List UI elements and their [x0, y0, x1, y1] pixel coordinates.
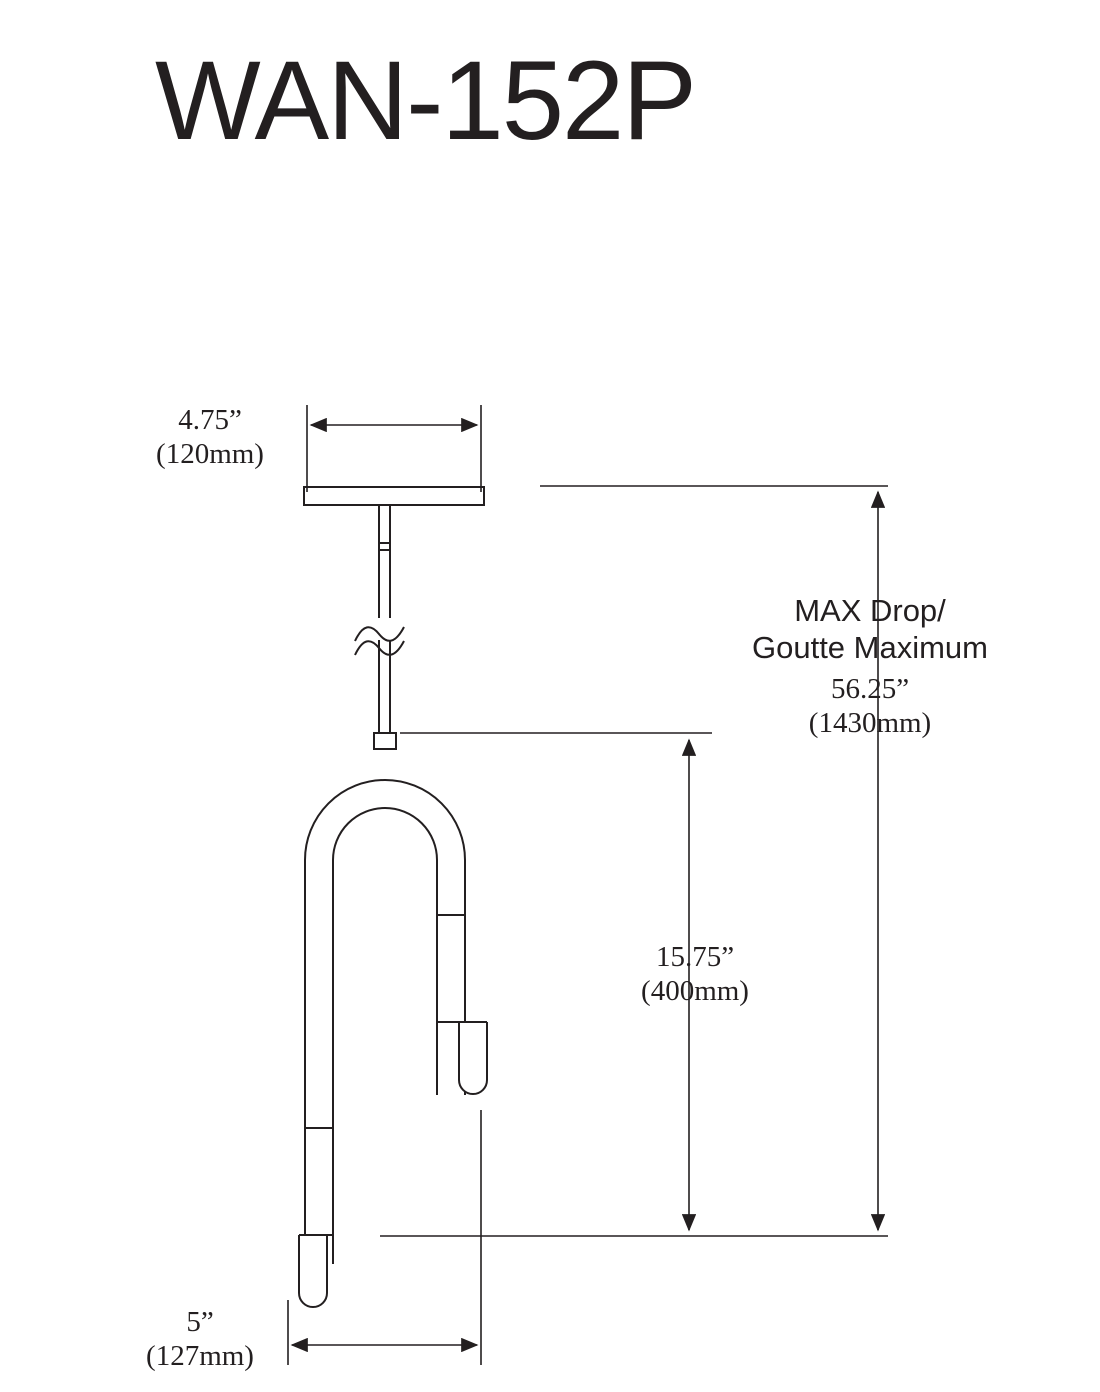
extension-lines — [380, 485, 888, 1237]
canopy-plate — [303, 486, 485, 506]
label-max-drop-title: MAX Drop/ Goutte Maximum — [700, 592, 1040, 666]
label-fixture-height: 15.75” (400mm) — [570, 940, 820, 1008]
right-arm-joint — [437, 914, 465, 1023]
label-fixture-width-mm: (127mm) — [146, 1340, 254, 1373]
label-canopy-width-mm: (120mm) — [156, 438, 264, 471]
label-max-drop-line1: MAX Drop/ — [794, 593, 946, 628]
label-max-drop-dimensions: 56.25” (1430mm) — [700, 672, 1040, 740]
label-max-drop-mm: (1430mm) — [808, 707, 932, 740]
label-fixture-width-inches: 5” — [186, 1306, 214, 1338]
downrod — [378, 505, 391, 738]
label-fixture-height-inches: 15.75” — [655, 941, 735, 973]
label-max-drop-inches: 56.25” — [830, 673, 910, 705]
label-canopy-width: 4.75” (120mm) — [110, 403, 310, 471]
label-fixture-height-mm: (400mm) — [641, 975, 749, 1008]
right-arm-tip — [458, 1021, 488, 1095]
left-arm-joint — [305, 1127, 333, 1236]
label-fixture-width: 5” (127mm) — [100, 1305, 300, 1373]
left-arm-tip — [298, 1234, 328, 1308]
break-symbol — [354, 626, 405, 656]
rod-to-body-connector — [373, 732, 397, 750]
u-shaped-body — [304, 778, 466, 1264]
dimension-canopy-width — [306, 405, 482, 492]
label-canopy-width-inches: 4.75” — [178, 404, 242, 436]
dimension-fixture-width — [287, 1110, 482, 1365]
label-max-drop-line2: Goutte Maximum — [751, 630, 988, 666]
page-title: WAN-152P — [155, 38, 697, 163]
